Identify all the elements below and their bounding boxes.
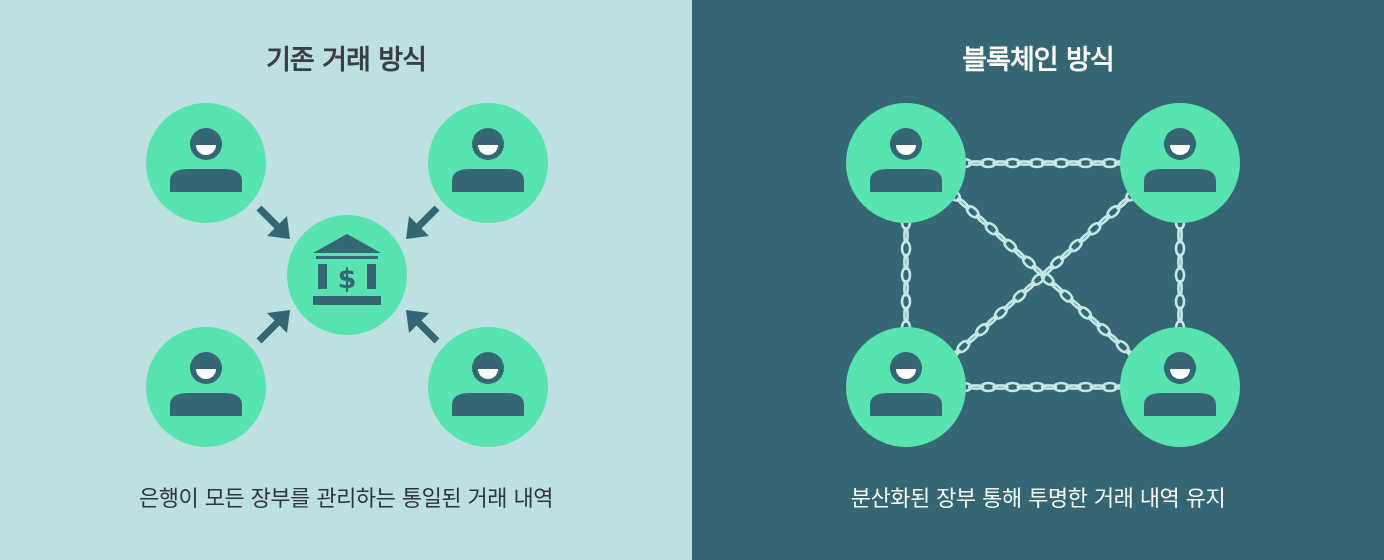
chain-link bbox=[1040, 384, 1058, 390]
arrow-icon bbox=[406, 310, 440, 344]
chain-link bbox=[967, 160, 985, 166]
chain-link bbox=[1003, 298, 1017, 311]
chain-link bbox=[1040, 160, 1058, 166]
chain-link bbox=[1097, 214, 1111, 227]
chain-icon bbox=[900, 213, 912, 337]
chain-link bbox=[1177, 226, 1183, 244]
chain-link bbox=[984, 315, 999, 328]
chain-link bbox=[975, 214, 989, 227]
chain-link bbox=[1174, 293, 1186, 310]
chain-link bbox=[900, 240, 912, 257]
user-node-top-left bbox=[846, 103, 966, 223]
traditional-caption: 은행이 모든 장부를 관리하는 통일된 거래 내역 bbox=[138, 487, 554, 512]
chain-link bbox=[994, 230, 1008, 244]
blockchain-title: 블록체인 방식 bbox=[962, 45, 1114, 76]
arrow-icon bbox=[406, 205, 440, 239]
chain-link bbox=[1050, 281, 1064, 294]
svg-text:$: $ bbox=[338, 264, 357, 295]
chain-link bbox=[903, 306, 909, 324]
chain-link bbox=[1174, 266, 1186, 284]
chain-link bbox=[1177, 253, 1183, 271]
chain-link bbox=[1016, 384, 1034, 390]
chain-link bbox=[1174, 240, 1186, 257]
chain-links bbox=[900, 157, 1186, 393]
user-node-top-left bbox=[146, 103, 266, 223]
chain-link bbox=[1016, 160, 1034, 166]
chain-icon bbox=[955, 157, 1131, 169]
user-node-top-right bbox=[428, 103, 548, 223]
chain-link bbox=[1087, 315, 1102, 328]
chain-link bbox=[967, 384, 985, 390]
chain-link bbox=[1089, 160, 1106, 166]
chain-link bbox=[1012, 247, 1027, 261]
chain-link bbox=[1177, 306, 1183, 324]
traditional-diagram: $ bbox=[146, 103, 548, 447]
chain-link bbox=[1078, 230, 1092, 244]
chain-link bbox=[1022, 281, 1036, 294]
chain-icon bbox=[947, 188, 1140, 362]
chain-link bbox=[1065, 160, 1082, 166]
chain-link bbox=[903, 279, 909, 297]
traditional-title: 기존 거래 방식 bbox=[266, 45, 427, 76]
chain-link bbox=[903, 226, 909, 244]
chain-link bbox=[903, 253, 909, 271]
chain-link bbox=[1106, 332, 1120, 345]
user-node-bottom-left bbox=[146, 327, 266, 447]
chain-link bbox=[1069, 298, 1083, 311]
chain-link bbox=[1177, 279, 1183, 297]
chain-link bbox=[1089, 384, 1106, 390]
bank-node: $ bbox=[287, 215, 407, 335]
blockchain-caption: 분산화된 장부 통해 투명한 거래 내역 유지 bbox=[850, 487, 1226, 512]
user-node-top-right bbox=[1120, 103, 1240, 223]
chain-link bbox=[1059, 247, 1074, 261]
traditional-panel: $ 기존 거래 방식 은행이 모든 장부를 관리하는 통일된 거래 bbox=[0, 0, 692, 560]
blockchain-panel: 블록체인 방식 분산화된 장부 통해 투명한 거래 내역 유지 bbox=[692, 0, 1384, 560]
arrow-icon bbox=[256, 310, 290, 344]
chain-link bbox=[900, 293, 912, 310]
user-node-bottom-right bbox=[428, 327, 548, 447]
chain-link bbox=[966, 332, 980, 345]
chain-link bbox=[992, 160, 1009, 166]
chain-link bbox=[900, 266, 912, 284]
chain-link bbox=[956, 197, 970, 210]
bank-icon: $ bbox=[313, 234, 381, 305]
chain-icon bbox=[955, 381, 1131, 393]
chain-link bbox=[1116, 197, 1130, 210]
chain-link bbox=[1065, 384, 1082, 390]
chain-icon bbox=[1174, 213, 1186, 337]
blockchain-diagram bbox=[846, 103, 1240, 447]
chain-link bbox=[1041, 264, 1055, 277]
chain-link bbox=[992, 384, 1009, 390]
user-node-bottom-right bbox=[1120, 327, 1240, 447]
arrow-icon bbox=[256, 205, 290, 239]
user-node-bottom-left bbox=[846, 327, 966, 447]
